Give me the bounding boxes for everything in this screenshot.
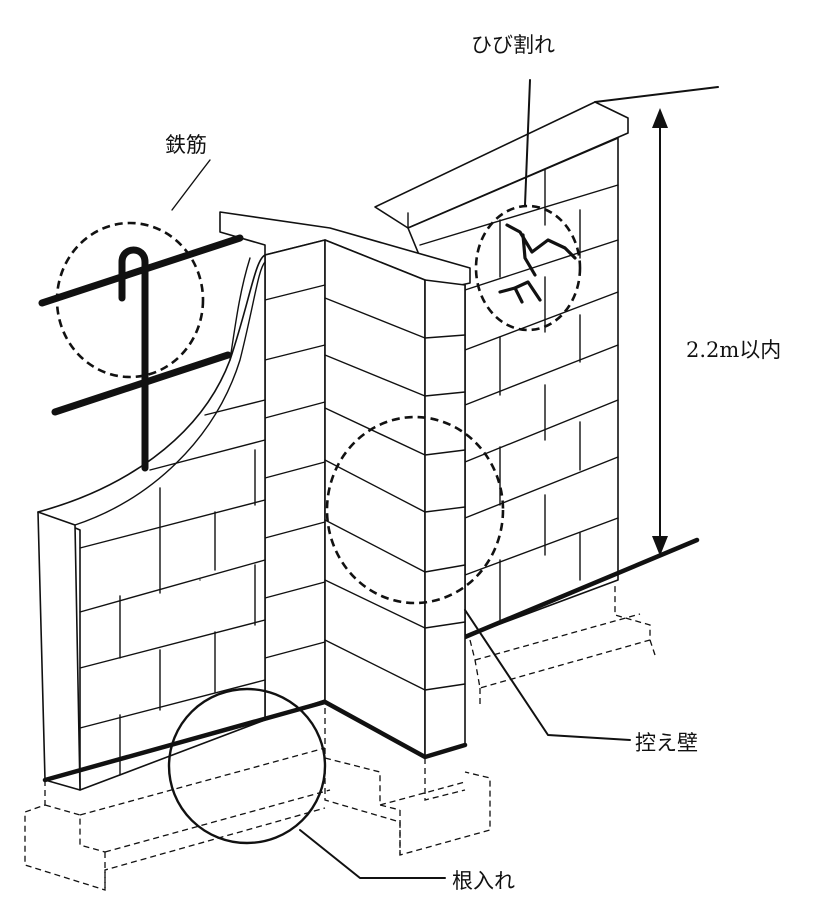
crack-detail: ひび割れ <box>471 33 582 332</box>
rebar-detail: 鉄筋 <box>38 133 244 472</box>
foundation-dashed <box>24 585 656 891</box>
front-wall <box>37 254 328 791</box>
buttress-callout: 控え壁 <box>325 415 698 755</box>
crack-label: ひび割れ <box>471 33 555 57</box>
rebar-label: 鉄筋 <box>165 133 207 157</box>
height-limit-label: 2.2m以内 <box>686 338 781 362</box>
rebar-callout-circle <box>55 221 205 379</box>
embedment-callout: 根入れ <box>167 687 515 893</box>
embedment-label: 根入れ <box>452 869 515 893</box>
embedment-callout-circle <box>167 687 327 845</box>
height-dimension: 2.2m以内 <box>652 108 781 556</box>
buttress-label: 控え壁 <box>635 731 698 755</box>
buttress-callout-circle <box>325 415 505 605</box>
crack-callout-circle <box>474 204 582 332</box>
